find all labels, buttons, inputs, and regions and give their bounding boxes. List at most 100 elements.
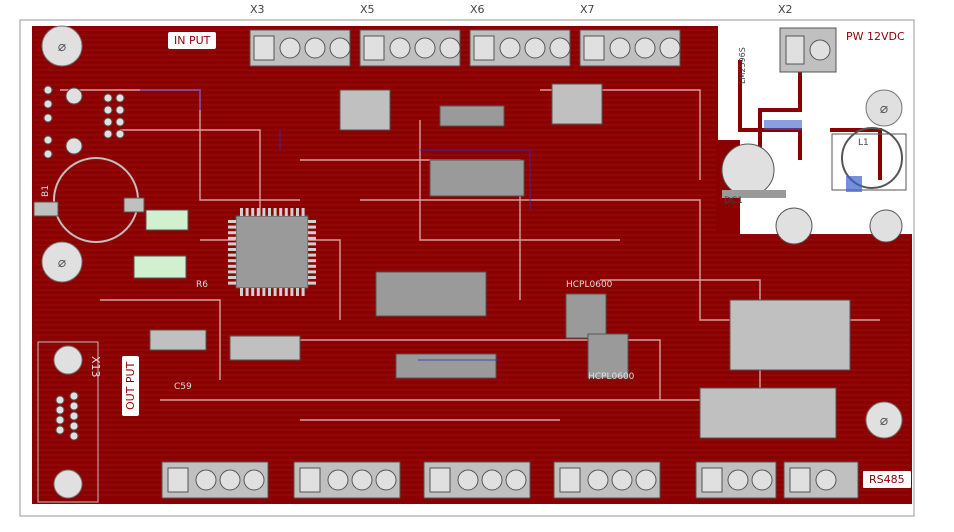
resistor-packs-top [149,83,851,439]
dc1-label: DC1 [724,196,743,206]
mcu-pin [308,242,316,246]
board-outline [19,19,915,517]
mounting-hole-top-right: ⌀ [865,89,903,127]
connector-x13-outline [37,341,99,503]
mcu-pin [228,242,236,246]
left-header [43,85,125,159]
mcu-pin [228,231,236,235]
bottom-layer-traces [140,89,531,361]
svg-text:⌀: ⌀ [880,101,889,117]
connector-x3-body [249,29,351,67]
connector-bottom-4 [553,461,661,499]
mounting-hole-bottom-right: ⌀ [865,401,903,439]
mcu-pin [262,208,266,216]
mcu-pin [279,208,283,216]
connector-x6-body [469,29,571,67]
mounting-hole-mid-left: ⌀ [41,241,83,283]
b1-label: B1 [40,185,51,197]
mounting-hole-top-left: ⌀ [41,25,83,67]
connector-x13-label: X13 [89,356,102,378]
rs485-label: RS485 [862,470,912,489]
mcu-pin [256,208,260,216]
mcu-pin [301,208,305,216]
connector-x5-label: X5 [360,3,375,16]
mounting-hole-x13-top [53,345,83,375]
power-label: PW 12VDC [846,30,905,43]
mcu-pin [256,288,260,296]
mcu-pin [308,264,316,268]
mcu-pin [284,288,288,296]
r6-label: R6 [196,280,208,290]
mcu-pin [308,225,316,229]
connector-x2-label: X2 [778,3,793,16]
mcu-pin [228,253,236,257]
mcu-pin [268,208,271,216]
lm2-label: LM2596S [738,47,747,84]
mcu-pin [268,288,271,296]
connector-x3-label: X3 [250,3,265,16]
connector-x6-label: X6 [470,3,485,16]
connector-x7-label: X7 [580,3,595,16]
mcu-pin [251,288,255,296]
mcu-pin [301,288,305,296]
mcu-pin [296,208,299,216]
mcu-pin [251,208,255,216]
ic-main-mcu [228,208,316,296]
connector-bottom-1 [161,461,269,499]
mcu-pin [240,288,243,296]
mcu-pin [308,231,316,235]
connector-x7-body [579,29,681,67]
mcu-pin [228,270,236,274]
mcu-pin [308,236,316,240]
battery-holder [33,157,145,243]
mcu-pin [308,270,316,274]
power-regulator-area [721,120,907,245]
mcu-pin [228,264,236,268]
mcu-pin [308,248,316,251]
mcu-pin [245,208,249,216]
mcu-pin [308,281,316,285]
svg-text:⌀: ⌀ [880,413,889,429]
connector-bottom-3 [423,461,531,499]
mcu-pin [308,276,316,279]
mcu-pin [228,248,236,251]
db9-pins [55,391,79,441]
mcu-pin [308,220,316,223]
crystal-y2 [133,255,187,279]
mcu-pin [273,288,277,296]
connector-x2-body [779,27,837,73]
opto-coupler-hcpl-bottom [587,333,629,379]
mcu-pin [262,288,266,296]
svg-text:⌀: ⌀ [58,39,67,55]
connector-x5-body [359,29,461,67]
mcu-pin [228,225,236,229]
mcu-pin [240,208,243,216]
svg-text:⌀: ⌀ [58,255,67,271]
connector-bottom-6 [783,461,859,499]
l1-label: L1 [858,138,869,148]
mcu-pin [284,208,288,216]
connector-bottom-2 [293,461,401,499]
mcu-pin [228,220,236,223]
mcu-pin [273,208,277,216]
opto-coupler-hcpl-top [565,293,607,339]
output-label: OUT PUT [122,355,139,416]
input-label: IN PUT [168,32,217,49]
mounting-hole-x13-bottom [53,469,83,499]
hcpl-top-label: HCPL0600 [566,280,613,290]
mcu-pin [228,236,236,240]
ic-row-center [375,105,525,379]
mcu-pin [290,288,294,296]
hcpl-bottom-label: HCPL0600 [588,372,635,382]
crystal-y1 [145,209,189,231]
mcu-pin [228,259,236,263]
mcu-pin [290,208,294,216]
mcu-pin [279,288,283,296]
mcu-pin [245,288,249,296]
mcu-pin [228,276,236,279]
mcu-pin [296,288,299,296]
mcu-pin [228,281,236,285]
mcu-pin [308,253,316,257]
mcu-pin [308,259,316,263]
